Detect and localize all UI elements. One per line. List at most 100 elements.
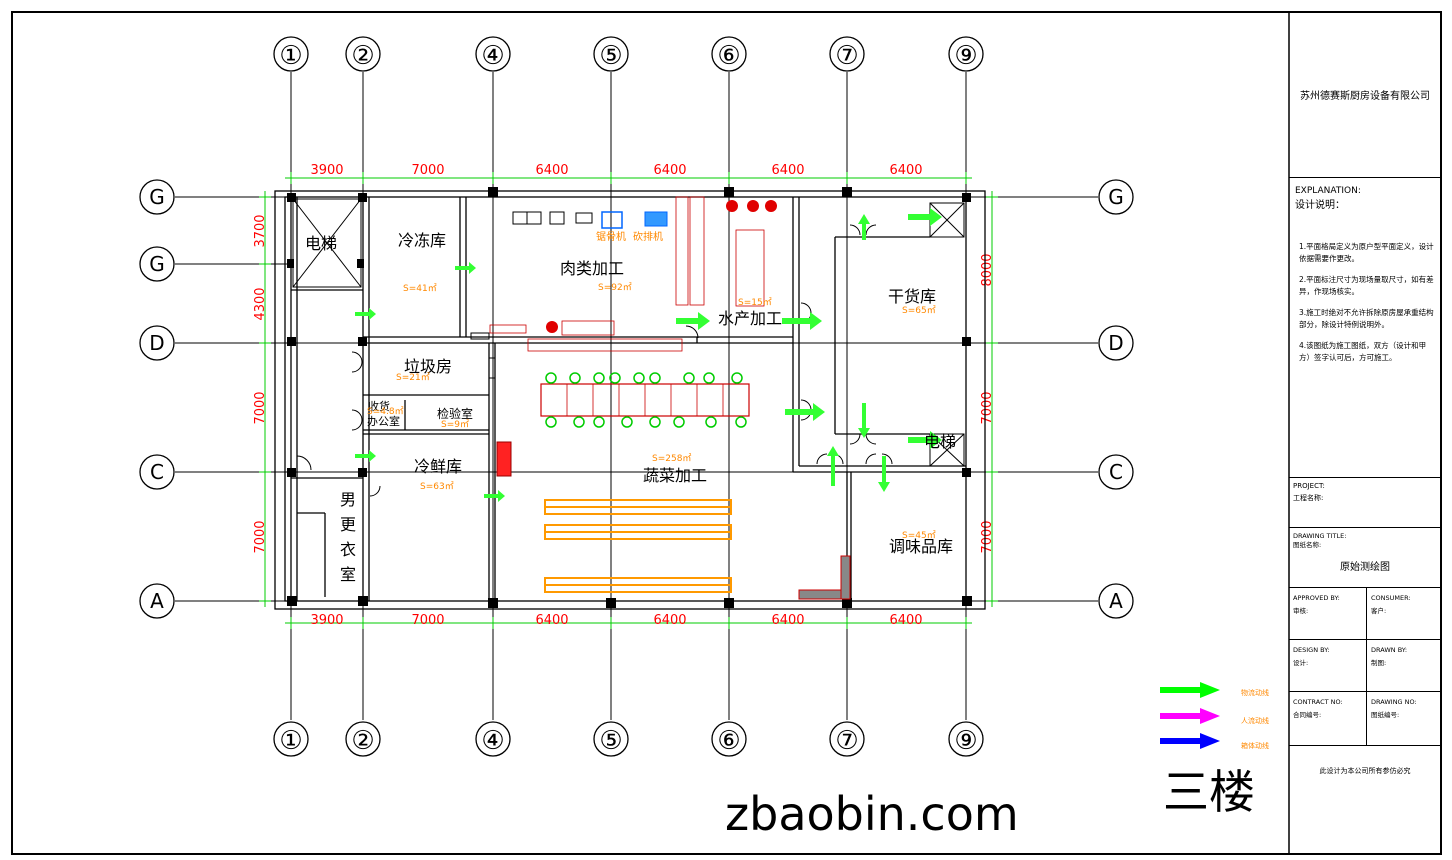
room-cold-storage: 冷鲜库 (414, 457, 462, 476)
dim-top-5: 6400 (771, 163, 804, 178)
axis-left-a: A (150, 589, 164, 613)
approved-label-en: APPROVED BY: (1293, 594, 1340, 602)
dim-top-4: 6400 (653, 163, 686, 178)
vegetable-equipment (496, 372, 851, 600)
axis-top-1: ① (279, 41, 302, 71)
axis-top-6: ⑥ (717, 41, 740, 71)
dim-bottom-5: 6400 (771, 613, 804, 628)
area-vegetable: S=258㎡ (652, 453, 691, 464)
room-changing-1: 男 (340, 490, 356, 509)
room-vegetable: 蔬菜加工 (643, 466, 707, 485)
drawing-title-label-en: DRAWING TITLE: (1293, 532, 1347, 540)
walls (274, 190, 986, 610)
area-freezer: S=41㎡ (403, 283, 437, 294)
dim-bottom-4: 6400 (653, 613, 686, 628)
axis-right-a: A (1109, 589, 1123, 613)
area-cold-storage: S=63㎡ (420, 481, 454, 492)
equip-steak-machine: 砍排机 (633, 230, 663, 243)
drawing-no-label-en: DRAWING NO: (1371, 698, 1417, 706)
room-elevator-right: 电梯 (924, 432, 956, 451)
project-label-en: PROJECT: (1293, 482, 1325, 490)
room-receiving-2: 办公室 (367, 414, 400, 428)
doors (296, 224, 893, 497)
dim-left-1: 3700 (253, 214, 268, 247)
drawing-title-label-cn: 图纸名称: (1293, 541, 1322, 549)
dim-bottom-1: 3900 (310, 613, 343, 628)
room-changing-2: 更 (340, 515, 356, 534)
project-section: PROJECT: 工程名称: (1289, 477, 1441, 527)
axis-top-5: ⑤ (599, 41, 622, 71)
contract-row: CONTRACT NO: 合同编号: DRAWING NO: 图纸编号: (1289, 691, 1441, 746)
axis-left-d: D (149, 331, 164, 355)
drawing-no-label-cn: 图纸编号: (1371, 711, 1400, 719)
room-freezer: 冷冻库 (398, 231, 446, 250)
axis-right-g: G (1108, 185, 1124, 209)
meat-equipment (489, 196, 777, 352)
room-seafood: 水产加工 (718, 309, 782, 328)
drawing-title-section: DRAWING TITLE: 图纸名称: 原始测绘图 (1289, 527, 1441, 587)
axis-bottom-4: ④ (481, 726, 504, 756)
explanation-heading-cn: 设计说明： (1295, 200, 1345, 211)
company-name: 苏州德赛斯厨房设备有限公司 (1300, 91, 1430, 102)
legend-label-logistics: 物流动线 (1241, 688, 1269, 697)
area-receiving: S=4.8㎡ (367, 406, 404, 417)
room-meat: 肉类加工 (560, 259, 624, 278)
axis-top-4: ④ (481, 41, 504, 71)
drawing-title-value: 原始测绘图 (1340, 562, 1390, 573)
room-changing-4: 室 (340, 565, 356, 584)
dim-right-2: 7000 (980, 391, 995, 424)
dimension-labels: 3900 7000 6400 6400 6400 6400 3900 7000 … (253, 163, 995, 628)
design-label-cn: 设计: (1293, 659, 1309, 667)
consumer-label-cn: 客户: (1371, 607, 1387, 615)
dim-left-2: 4300 (253, 287, 268, 320)
drawn-label-en: DRAWN BY: (1371, 646, 1408, 654)
axis-bottom-7: ⑦ (835, 726, 858, 756)
flow-arrows (355, 208, 942, 502)
legend-arrow-logistics (1160, 682, 1220, 698)
room-changing-3: 衣 (340, 540, 356, 559)
area-meat: S=92㎡ (598, 282, 632, 293)
dimension-lines (259, 172, 998, 629)
drawing-frame (11, 11, 1442, 855)
axis-left-c: C (150, 460, 164, 484)
contract-label-en: CONTRACT NO: (1293, 698, 1343, 706)
room-receiving-1: 收货 (368, 399, 390, 413)
axis-left-g1: G (149, 185, 165, 209)
dim-top-6: 6400 (889, 163, 922, 178)
axis-bottom-6: ⑥ (717, 726, 740, 756)
consumer-label-en: CONSUMER: (1371, 594, 1411, 602)
floor-label: 三楼 (1163, 765, 1255, 819)
dim-bottom-3: 6400 (535, 613, 568, 628)
title-block: 苏州德赛斯厨房设备有限公司 EXPLANATION: 设计说明： 1.平面格局定… (1289, 12, 1441, 854)
dim-top-1: 3900 (310, 163, 343, 178)
area-dry-goods: S=65㎡ (902, 305, 936, 316)
area-labels: S=41㎡ S=92㎡ S=15㎡ S=65㎡ S=21㎡ S=4.8㎡ S=9… (367, 230, 936, 541)
legend-label-people: 人流动线 (1241, 716, 1269, 725)
axis-top-2: ② (351, 41, 374, 71)
dim-bottom-2: 7000 (411, 613, 444, 628)
dim-left-3: 7000 (253, 391, 268, 424)
columns (287, 187, 972, 608)
dim-bottom-6: 6400 (889, 613, 922, 628)
explanation-section: EXPLANATION: 设计说明： 1.平面格局定义为原户型平面定义，设计依据… (1289, 177, 1441, 477)
room-elevator-left: 电梯 (305, 234, 337, 253)
explanation-heading-en: EXPLANATION: (1295, 186, 1361, 196)
legend: 物流动线 人流动线 箱体动线 (1160, 682, 1269, 750)
room-dry-goods: 干货库 (888, 287, 936, 306)
explanation-note: 1.平面格局定义为原户型平面定义，设计依据需要作更改。 (1299, 242, 1434, 263)
axis-top-7: ⑦ (835, 41, 858, 71)
watermark: zbaobin.com (725, 787, 1019, 841)
axis-bubbles (139, 36, 1134, 757)
area-garbage: S=21㎡ (396, 372, 430, 383)
room-seasoning: 调味品库 (889, 537, 953, 556)
approved-label-cn: 审核: (1293, 607, 1309, 615)
room-garbage: 垃圾房 (404, 357, 452, 376)
approval-row: APPROVED BY: 审核: CONSUMER: 客户: (1289, 587, 1441, 640)
legend-arrow-box (1160, 733, 1220, 749)
area-inspection: S=9㎡ (441, 419, 469, 430)
explanation-note: 4.该图纸为施工图纸，双方（设计和甲方）签字认可后，方可施工。 (1299, 341, 1427, 362)
area-seafood: S=15㎡ (738, 297, 772, 308)
axis-right-c: C (1109, 460, 1123, 484)
axis-bottom-1: ① (279, 726, 302, 756)
dim-right-1: 8000 (980, 253, 995, 286)
